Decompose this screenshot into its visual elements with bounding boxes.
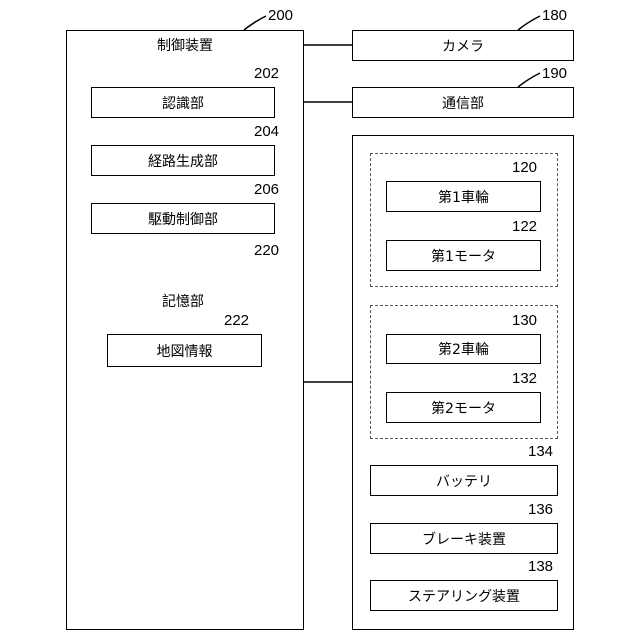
ref-204: 204: [254, 124, 279, 139]
ref-206: 206: [254, 182, 279, 197]
drive-control-label: 駆動制御部: [91, 203, 275, 234]
ref-130: 130: [512, 313, 537, 328]
wheel2-label: 第2車輪: [386, 334, 541, 364]
route-generation-label: 経路生成部: [91, 145, 275, 176]
communication-label: 通信部: [352, 87, 574, 118]
leader-200: [244, 16, 266, 30]
camera-label: カメラ: [352, 30, 574, 61]
control-device-box: [66, 30, 304, 630]
brake-label: ブレーキ装置: [370, 523, 558, 554]
motor2-label: 第2モータ: [386, 392, 541, 423]
map-info-label: 地図情報: [107, 334, 262, 367]
wheel1-label: 第1車輪: [386, 181, 541, 212]
ref-134: 134: [528, 444, 553, 459]
battery-label: バッテリ: [370, 465, 558, 496]
ref-132: 132: [512, 371, 537, 386]
ref-138: 138: [528, 559, 553, 574]
ref-136: 136: [528, 502, 553, 517]
ref-200: 200: [268, 8, 293, 23]
ref-122: 122: [512, 219, 537, 234]
ref-190: 190: [542, 66, 567, 81]
steering-label: ステアリング装置: [370, 580, 558, 611]
ref-222: 222: [224, 313, 249, 328]
ref-120: 120: [512, 160, 537, 175]
ref-220: 220: [254, 243, 279, 258]
leader-180: [518, 16, 540, 30]
ref-202: 202: [254, 66, 279, 81]
leader-190: [518, 73, 540, 87]
storage-label: 記憶部: [91, 290, 275, 312]
motor1-label: 第1モータ: [386, 240, 541, 271]
recognition-unit-label: 認識部: [91, 87, 275, 118]
ref-180: 180: [542, 8, 567, 23]
control-device-title: 制御装置: [66, 34, 304, 56]
